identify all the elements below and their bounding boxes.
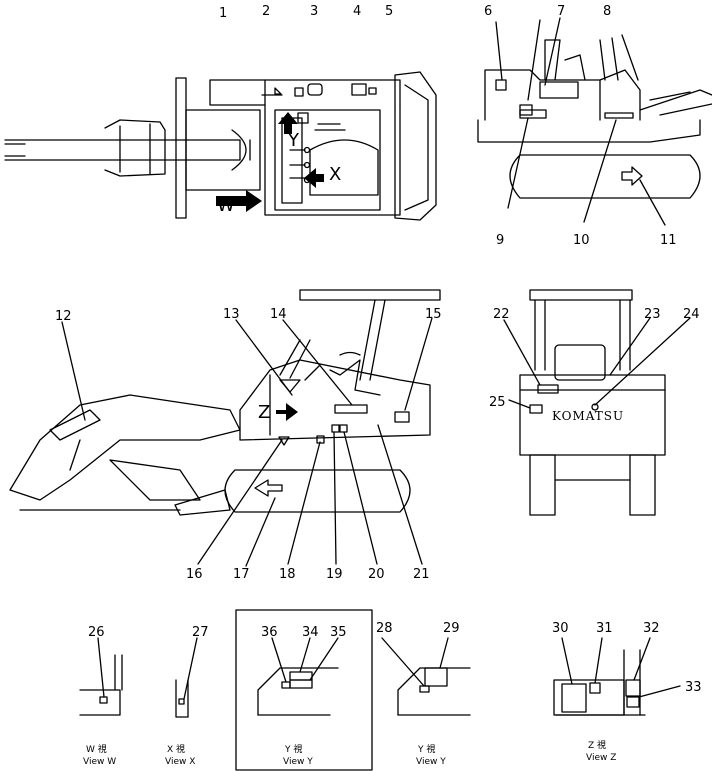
callout-number: 17: [233, 567, 250, 582]
view-x: [175, 637, 198, 718]
callout-number: 3: [310, 4, 318, 19]
callout-number: 10: [573, 233, 590, 248]
caption-en: View W: [83, 757, 116, 767]
callout-number: 5: [385, 4, 393, 19]
callout-number: 33: [685, 680, 702, 695]
callout-number: 18: [279, 567, 296, 582]
callout-number: 1: [219, 6, 227, 21]
callout-number: 34: [302, 625, 319, 640]
captions: W 視 View W X 視 View X Y 視 View Y Y 視 Vie…: [83, 739, 616, 767]
callout-number: 14: [270, 307, 287, 322]
caption-jp: X 視: [167, 743, 185, 755]
callout-number: 21: [413, 567, 430, 582]
callout-number: 25: [489, 395, 506, 410]
caption-jp: Y 視: [417, 743, 435, 755]
callout-number: 7: [557, 4, 565, 19]
caption-jp: Y 視: [284, 743, 302, 755]
callout-number: 26: [88, 625, 105, 640]
callout-number: 19: [326, 567, 343, 582]
callout-number: 2: [262, 4, 270, 19]
caption-en: View Z: [586, 753, 616, 763]
callout-number: 4: [353, 4, 361, 19]
caption-en: View X: [165, 757, 195, 767]
view-letter-z: Z: [258, 402, 270, 423]
callout-number: 9: [496, 233, 504, 248]
callout-number: 22: [493, 307, 510, 322]
main-side-view: [9, 289, 441, 567]
caption-en: View Y: [283, 757, 313, 767]
callout-number: 13: [223, 307, 240, 322]
callout-number: 23: [644, 307, 661, 322]
callout-number: 20: [368, 567, 385, 582]
callout-number: 8: [603, 4, 611, 19]
callout-number: 6: [484, 4, 492, 19]
caption-en: View Y: [416, 757, 446, 767]
view-letter-x: X: [329, 164, 341, 185]
callout-number: 27: [192, 625, 209, 640]
callout-number: 12: [55, 309, 72, 324]
callout-number: 30: [552, 621, 569, 636]
callout-number: 32: [643, 621, 660, 636]
top-view: [4, 71, 437, 221]
callout-number: 31: [596, 621, 613, 636]
callout-number: 16: [186, 567, 203, 582]
callout-number: 11: [660, 233, 677, 248]
caption-jp: Z 視: [588, 739, 606, 751]
caption-jp: W 視: [86, 743, 107, 755]
callout-number: 15: [425, 307, 442, 322]
view-letter-w: W: [217, 195, 235, 216]
callout-number: 36: [261, 625, 278, 640]
logo-text: KOMATSU: [552, 409, 624, 423]
view-y-boxed: [235, 609, 373, 771]
view-w: [79, 637, 123, 716]
callout-number: 28: [376, 621, 393, 636]
rear-view: [503, 289, 691, 516]
callout-number: 35: [330, 625, 347, 640]
callout-number: 24: [683, 307, 700, 322]
view-y: [381, 637, 471, 716]
side-view-small: [477, 17, 712, 226]
view-letter-y: Y: [287, 130, 300, 151]
view-z: [553, 637, 681, 716]
callout-number: 29: [443, 621, 460, 636]
callouts: 1 2 3 4 5 6 7 8 9 10 11 12 13 14 15 16 1…: [55, 4, 702, 695]
